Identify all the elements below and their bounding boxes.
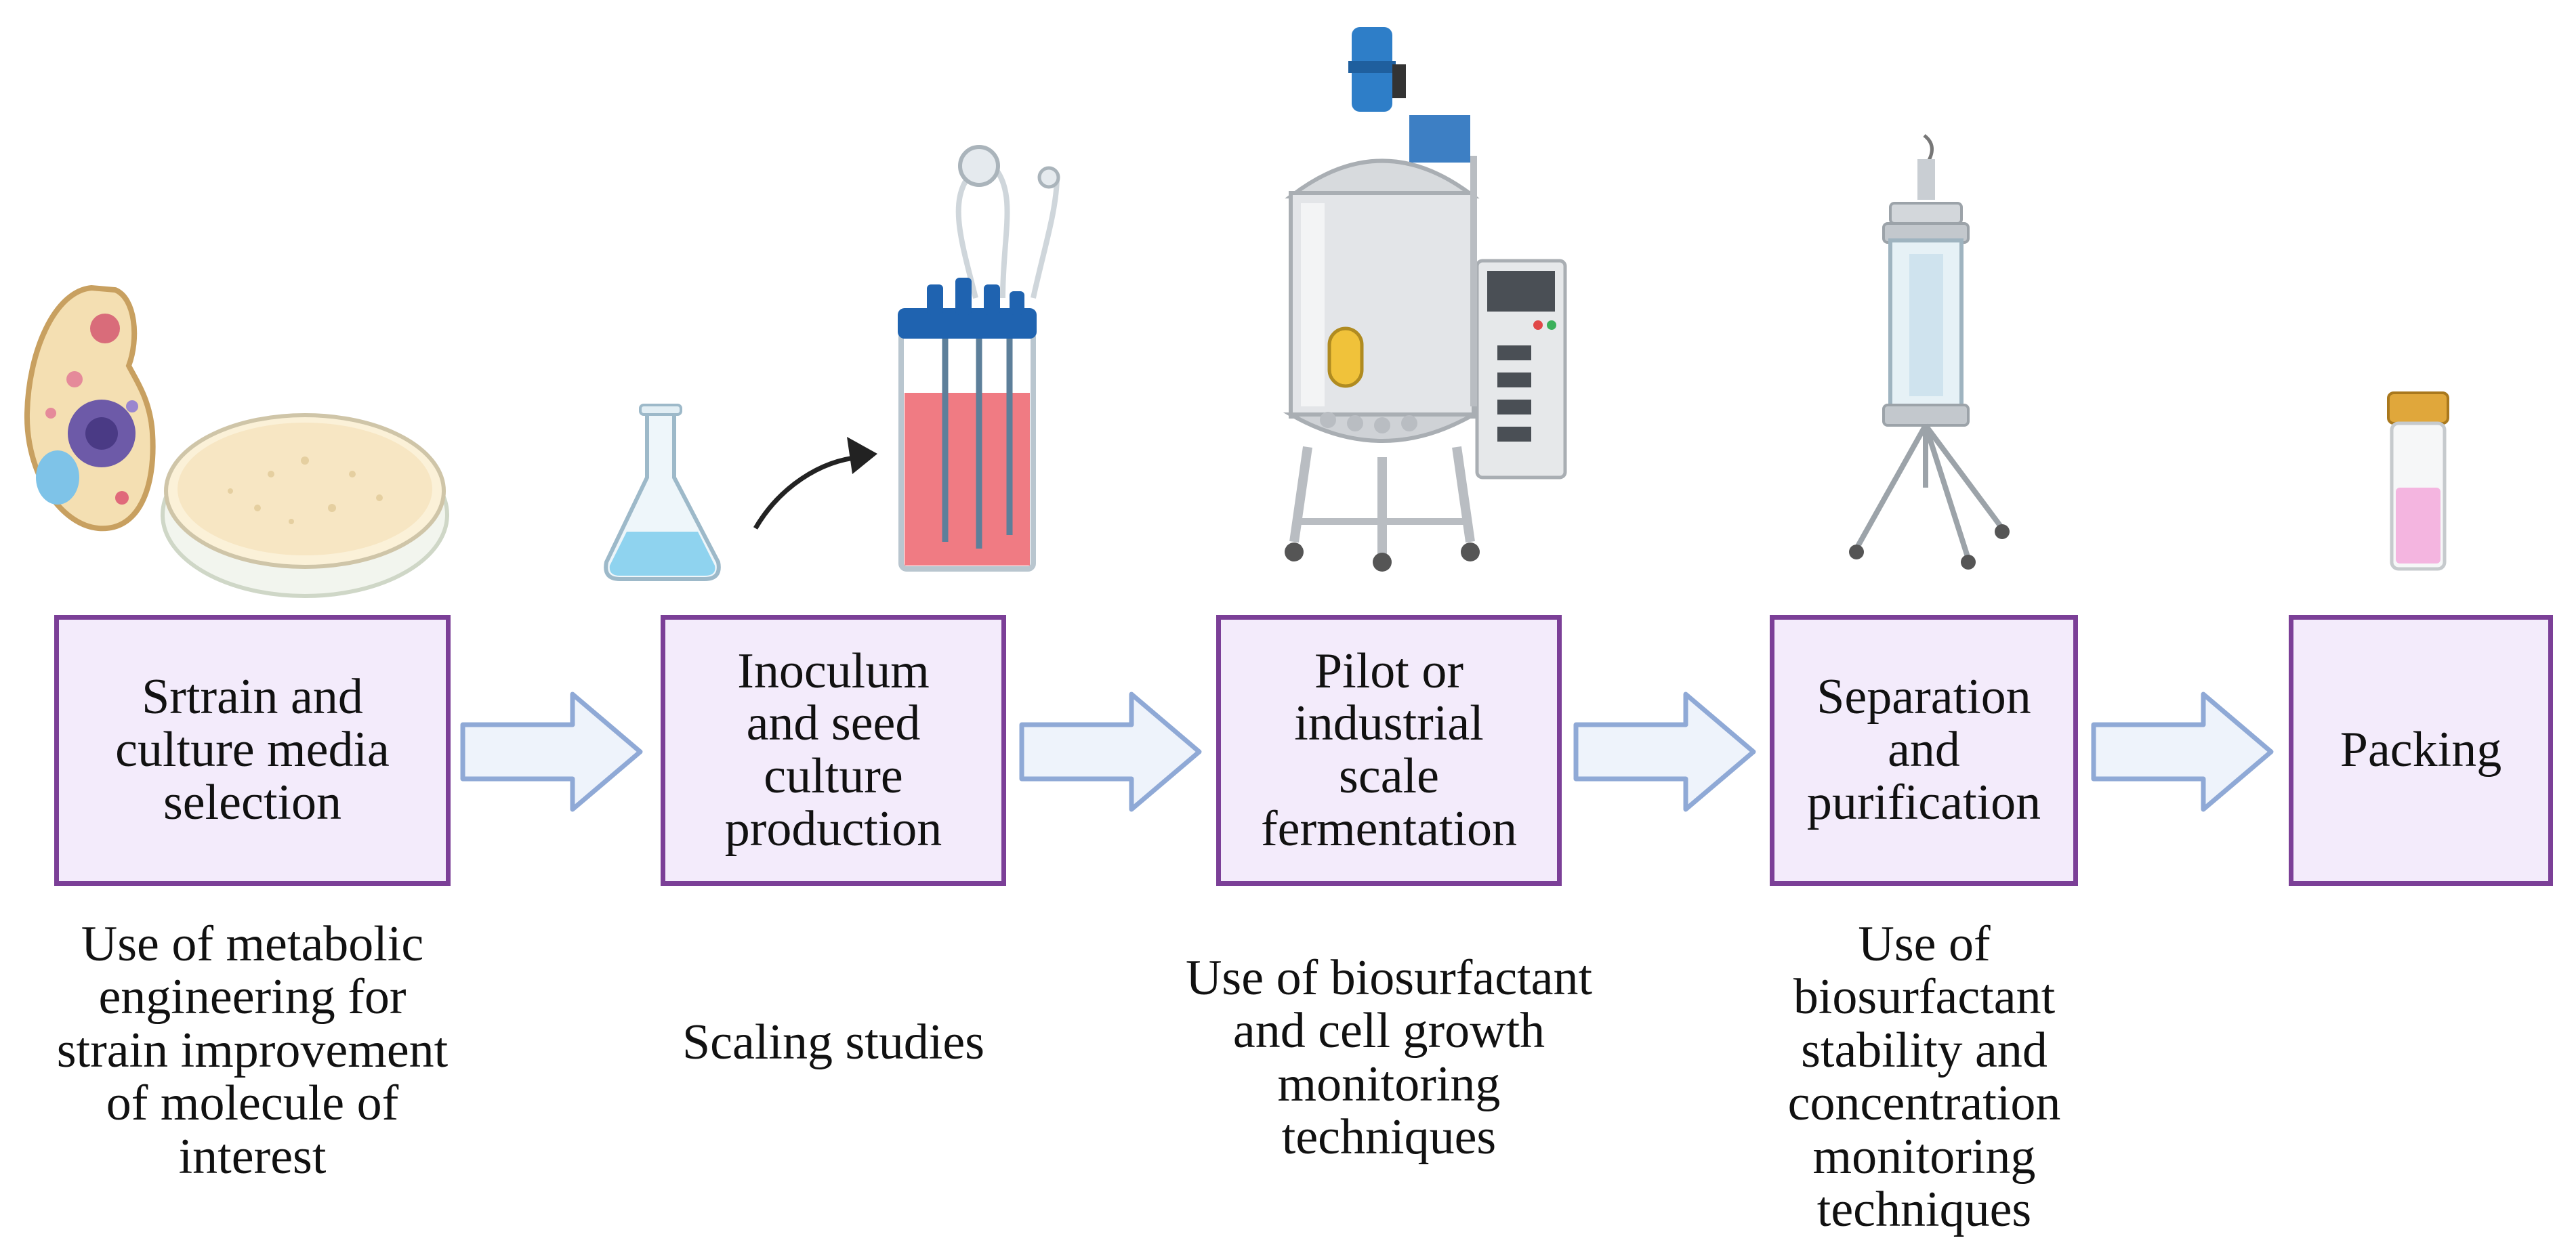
step-note-line: interest bbox=[178, 1128, 327, 1185]
step-box-packing: Packing bbox=[2289, 615, 2553, 886]
step-box-fermentation: Pilot or industrial scale fermentation bbox=[1216, 615, 1562, 886]
curved-arrow-icon bbox=[753, 437, 877, 530]
step-note-line: and cell growth bbox=[1232, 1003, 1545, 1059]
step-note-line: techniques bbox=[1281, 1109, 1497, 1166]
step-note-fermentation: Use of biosurfactant and cell growth mon… bbox=[1131, 952, 1646, 1164]
step-label-line: Packing bbox=[2340, 722, 2502, 778]
step-label-line: Srtrain and bbox=[142, 669, 363, 725]
flow-arrow-2 bbox=[1019, 692, 1202, 812]
step-label-line: selection bbox=[163, 774, 341, 830]
step-label-line: Separation bbox=[1816, 669, 2031, 725]
step-label: Packing bbox=[2327, 722, 2515, 778]
step-box-inoculum-production: Inoculum and seed culture production bbox=[661, 615, 1006, 886]
step-label: Separation and purification bbox=[1793, 671, 2054, 829]
step-label-line: and seed bbox=[746, 696, 921, 752]
industrial-fermenter-icon bbox=[1283, 27, 1567, 572]
step-note-inoculum-production: Scaling studies bbox=[610, 1016, 1057, 1069]
step-label-line: Inoculum bbox=[737, 643, 930, 699]
step-label-line: fermentation bbox=[1260, 801, 1518, 857]
step-label-line: culture media bbox=[115, 722, 390, 778]
step-note-line: monitoring bbox=[1277, 1056, 1501, 1112]
step-label-line: culture bbox=[764, 748, 903, 804]
step-note-separation: Use of biosurfactant stability and conce… bbox=[1738, 918, 2111, 1237]
step-note-line: stability and bbox=[1801, 1022, 2048, 1078]
step-label: Pilot or industrial scale fermentation bbox=[1247, 645, 1531, 856]
step-note-line: biosurfactant bbox=[1793, 969, 2056, 1025]
step-box-separation: Separation and purification bbox=[1770, 615, 2078, 886]
step-label-line: industrial bbox=[1294, 696, 1484, 752]
flow-arrow-4 bbox=[2091, 692, 2274, 812]
chromatography-column-icon bbox=[1849, 134, 2010, 570]
step-label-line: purification bbox=[1806, 774, 2041, 830]
product-vial-icon bbox=[2387, 391, 2449, 571]
step-note-line: Use of biosurfactant bbox=[1185, 950, 1593, 1006]
flow-arrow-1 bbox=[460, 692, 643, 812]
step-label-line: scale bbox=[1339, 748, 1439, 804]
step-label-line: production bbox=[724, 801, 942, 857]
step-note-line: strain improvement bbox=[56, 1022, 449, 1078]
erlenmeyer-flask-icon bbox=[604, 404, 721, 581]
step-note-line: of molecule of bbox=[106, 1076, 399, 1132]
flow-arrow-3 bbox=[1573, 692, 1756, 812]
petri-dish-icon bbox=[161, 413, 449, 598]
step-label-line: Pilot or bbox=[1314, 643, 1463, 699]
step-note-line: monitoring bbox=[1812, 1128, 2036, 1185]
step-note-line: techniques bbox=[1816, 1182, 2032, 1238]
step-label-line: and bbox=[1888, 722, 1960, 778]
step-label: Inoculum and seed culture production bbox=[711, 645, 956, 856]
step-label: Srtrain and culture media selection bbox=[102, 671, 403, 829]
step-note-line: concentration bbox=[1787, 1076, 2061, 1132]
step-note-line: Use of metabolic bbox=[81, 916, 424, 972]
step-note-strain-selection: Use of metabolic engineering for strain … bbox=[14, 916, 491, 1185]
bench-bioreactor-icon bbox=[898, 145, 1060, 572]
illustrations bbox=[24, 27, 2449, 598]
step-note-line: engineering for bbox=[98, 969, 407, 1025]
step-note-line: Scaling studies bbox=[682, 1015, 985, 1070]
step-box-strain-selection: Srtrain and culture media selection bbox=[54, 615, 451, 886]
step-note-line: Use of bbox=[1858, 916, 1991, 972]
yeast-cell-icon bbox=[24, 284, 156, 532]
